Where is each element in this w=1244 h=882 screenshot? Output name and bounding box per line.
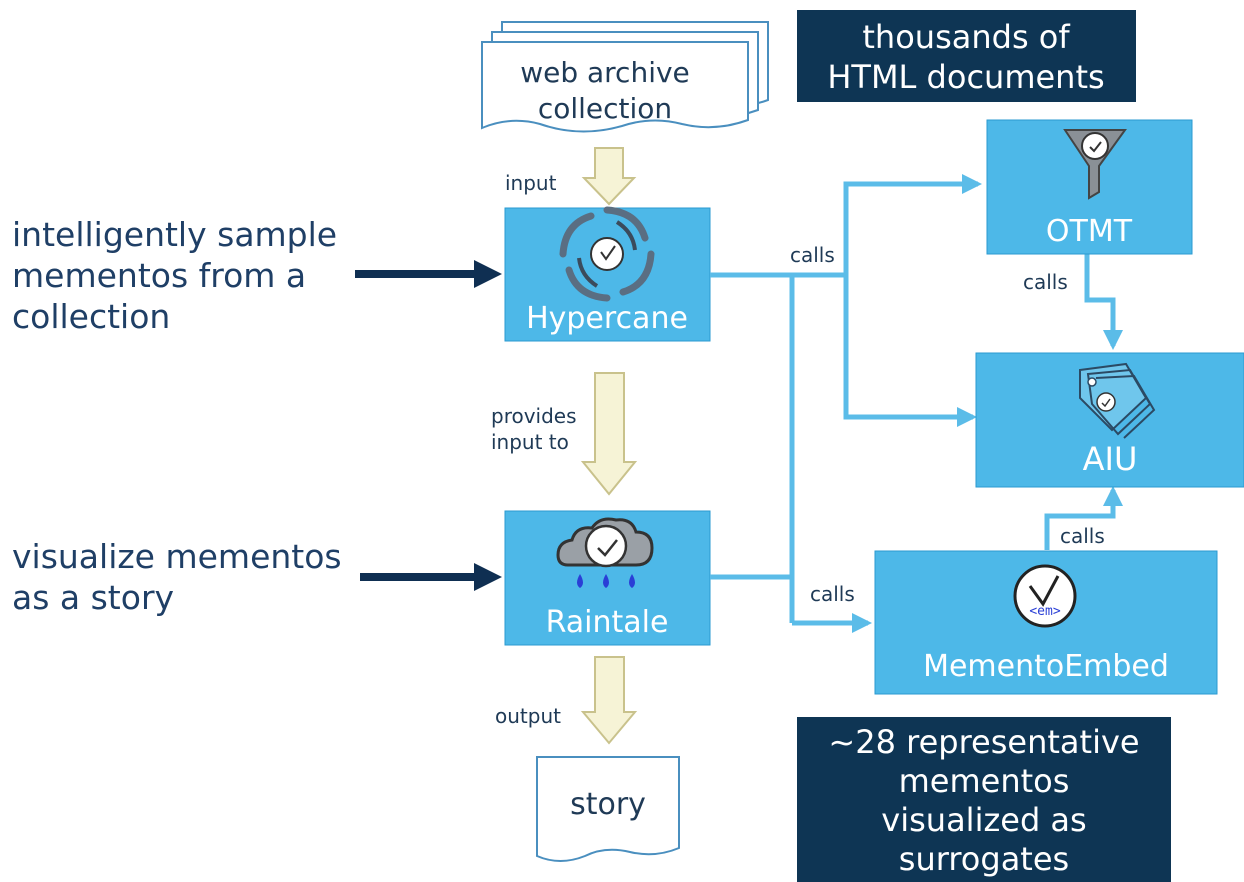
- hollow-arrow-input: [581, 147, 637, 206]
- edge-label-provides-line2: input to: [491, 430, 569, 454]
- hollow-arrow-output: [580, 656, 638, 745]
- edge-label-provides-line1: provides: [491, 404, 577, 428]
- web-archive-line2: collection: [538, 92, 672, 125]
- story-label: story: [570, 787, 646, 822]
- funnel-clock-icon: [1063, 129, 1127, 200]
- side-text-sample: intelligently sample mementos from a col…: [12, 215, 337, 336]
- mementoembed-label: MementoEmbed: [923, 649, 1169, 684]
- side-text-bottom-line2: as a story: [12, 578, 174, 617]
- edge-label-calls-hypercane: calls: [790, 243, 835, 267]
- otmt-label: OTMT: [1046, 214, 1133, 249]
- side-text-top-line2: mementos from a: [12, 256, 306, 295]
- navy-arrow-to-raintale: [360, 563, 502, 591]
- raintale-box: Raintale: [504, 510, 711, 646]
- callout-top-line2: HTML documents: [827, 58, 1104, 96]
- clock-em-icon: <em>: [1013, 564, 1077, 628]
- raintale-label: Raintale: [546, 605, 669, 640]
- web-archive-line1: web archive: [520, 56, 690, 89]
- side-text-bottom-line1: visualize mementos: [12, 537, 342, 576]
- aiu-box: AIU: [975, 352, 1244, 488]
- side-text-top-line3: collection: [12, 297, 170, 336]
- em-tag-text: <em>: [1029, 604, 1060, 619]
- edge-label-output: output: [495, 704, 561, 728]
- story-doc: story: [536, 756, 680, 862]
- callout-top-line1: thousands of: [862, 18, 1070, 56]
- edge-label-calls-memento: calls: [1060, 524, 1105, 548]
- connector-lines: [710, 174, 1123, 633]
- hypercane-box: Hypercane: [504, 206, 711, 342]
- side-text-visualize: visualize mementos as a story: [12, 537, 342, 617]
- mementoembed-box: <em> MementoEmbed: [874, 550, 1218, 695]
- callout-bottom-line4: surrogates: [899, 840, 1069, 878]
- navy-arrow-to-hypercane: [355, 260, 502, 288]
- callout-thousands-html: thousands of HTML documents: [797, 10, 1136, 102]
- edge-label-calls-otmt: calls: [1023, 270, 1068, 294]
- aiu-label: AIU: [1083, 440, 1138, 478]
- hypercane-label: Hypercane: [526, 301, 688, 336]
- swirl-clock-icon: [559, 206, 655, 302]
- hollow-arrow-provides-input: [580, 372, 638, 496]
- callout-bottom-line2: mementos: [899, 762, 1070, 800]
- raincloud-clock-icon: [556, 517, 654, 588]
- callout-bottom-line3: visualized as: [881, 801, 1086, 839]
- edge-label-input: input: [505, 171, 557, 195]
- callout-bottom-line1: ~28 representative: [828, 723, 1139, 761]
- otmt-box: OTMT: [986, 119, 1193, 255]
- callout-representative-mementos: ~28 representative mementos visualized a…: [797, 717, 1171, 882]
- edge-label-calls-raintale: calls: [810, 582, 855, 606]
- tags-clock-icon: [1079, 362, 1156, 439]
- web-archive-collection-doc: web archive collection: [481, 21, 769, 133]
- side-text-top-line1: intelligently sample: [12, 215, 337, 254]
